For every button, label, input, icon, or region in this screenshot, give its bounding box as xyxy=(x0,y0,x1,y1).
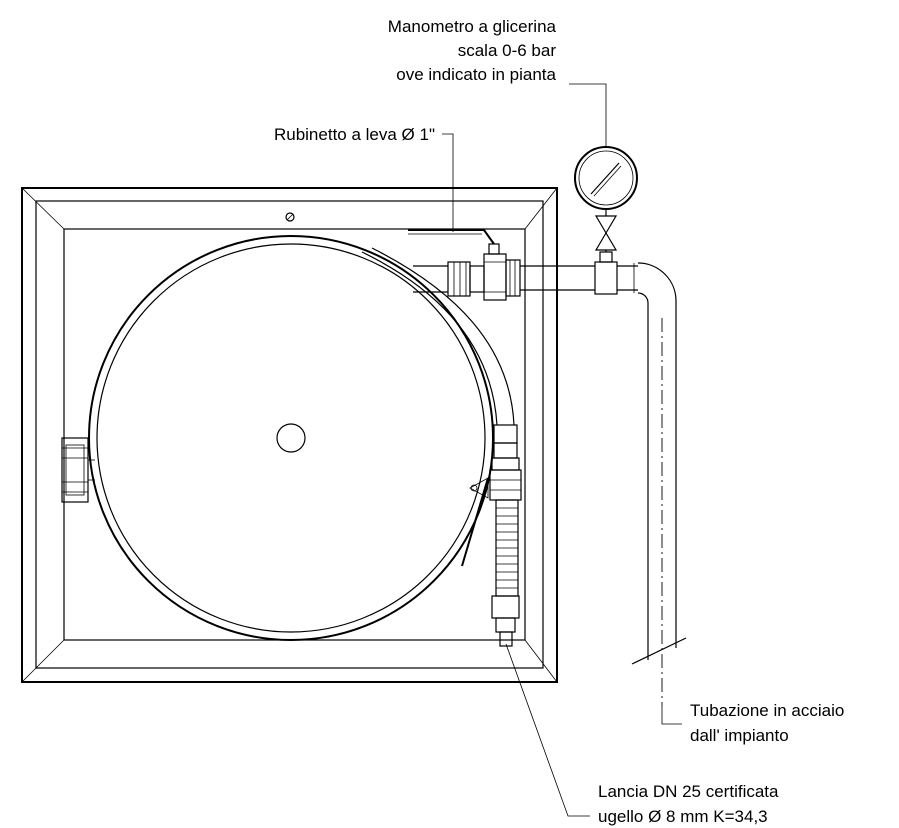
label-rubinetto: Rubinetto a leva Ø 1" xyxy=(274,125,435,144)
label-manometro: Manometro a glicerina scala 0-6 bar ove … xyxy=(388,17,557,84)
label-manometro-line2: scala 0-6 bar xyxy=(458,41,557,60)
pipe-break-line xyxy=(631,637,687,665)
lance-nozzle xyxy=(461,424,522,647)
label-lancia-line1: Lancia DN 25 certificata xyxy=(598,782,779,801)
label-tubazione-line2: dall' impianto xyxy=(690,726,789,745)
tee-fitting xyxy=(594,261,618,295)
leader-lancia xyxy=(505,643,590,817)
leader-manometro xyxy=(569,83,607,147)
inlet-pipe xyxy=(408,229,677,304)
label-tubazione-line1: Tubazione in acciaio xyxy=(690,701,844,720)
label-lancia-line2: ugello Ø 8 mm K=34,3 xyxy=(598,807,768,826)
hose xyxy=(361,247,515,426)
lance-lever xyxy=(461,477,489,567)
pipe-elbow xyxy=(637,262,677,302)
hose-reel xyxy=(88,235,494,641)
hose-reel-outer xyxy=(88,235,494,641)
lock-icon xyxy=(285,212,295,222)
leader-lines xyxy=(442,83,682,817)
cabinet-frame-inner-edge xyxy=(35,200,544,669)
cabinet xyxy=(21,187,558,683)
reel-hub xyxy=(276,423,306,453)
valve-lever xyxy=(408,229,495,245)
ball-valve xyxy=(408,229,521,301)
label-lancia: Lancia DN 25 certificata ugello Ø 8 mm K… xyxy=(598,782,779,826)
supply-pipe xyxy=(631,301,687,706)
leader-rubinetto xyxy=(442,133,454,232)
pressure-gauge xyxy=(574,146,638,252)
hinge xyxy=(61,437,95,503)
cabinet-door-opening xyxy=(63,228,526,641)
label-manometro-line3: ove indicato in pianta xyxy=(396,65,556,84)
cabinet-outer-frame xyxy=(21,187,558,683)
label-manometro-line1: Manometro a glicerina xyxy=(388,17,557,36)
leader-tubazione xyxy=(661,706,682,725)
label-tubazione: Tubazione in acciaio dall' impianto xyxy=(690,701,844,745)
hose-reel-inner xyxy=(96,243,486,633)
nozzle-grip xyxy=(495,499,519,597)
gauge-valve-icon xyxy=(594,215,618,251)
